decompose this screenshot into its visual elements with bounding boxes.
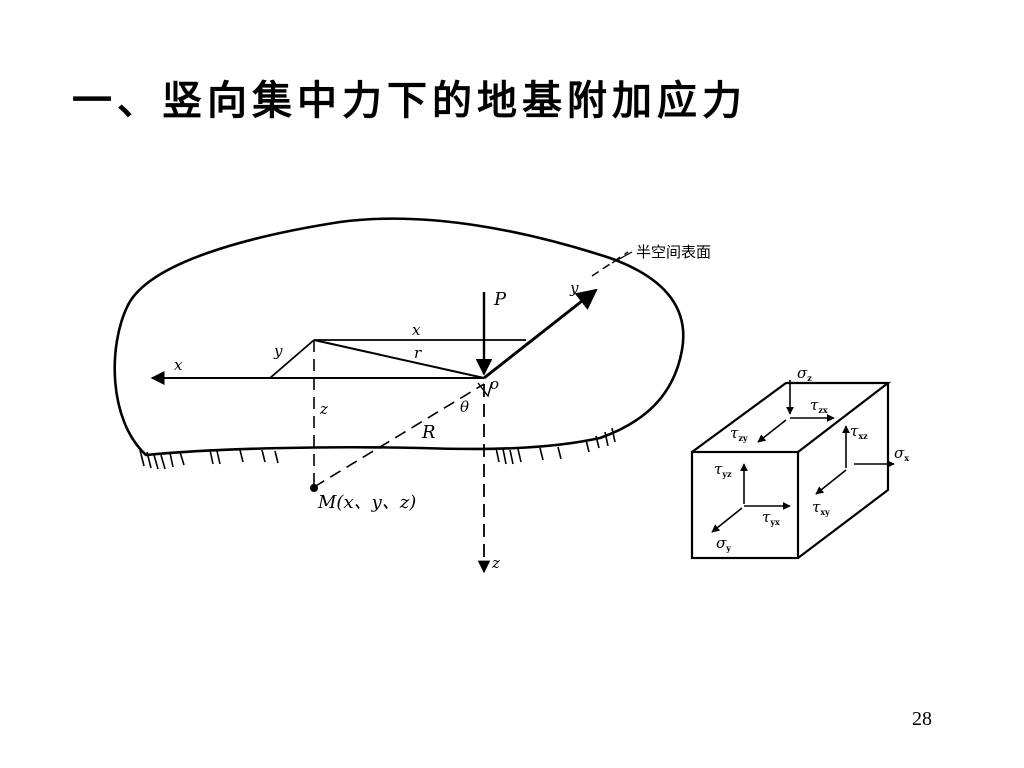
segment-x-label: x: [412, 321, 421, 339]
label-tau-zx: τzx: [810, 396, 828, 415]
page-number: 28: [912, 708, 932, 730]
segment-r-label: r: [414, 344, 422, 362]
label-sigma-z: σz: [797, 364, 812, 383]
label-tau-yz: τyz: [714, 460, 732, 479]
point-m: [310, 484, 318, 492]
cube-top-face: [691, 381, 892, 453]
point-m-label: M(x、y、z): [317, 492, 416, 513]
axis-z-label: z: [491, 554, 500, 572]
half-space-outline: [113, 217, 685, 457]
segment-y-label: y: [273, 342, 283, 360]
segment-z-label: z: [319, 400, 328, 418]
axis-y-dashed: [591, 251, 629, 277]
slide-title: 一、竖向集中力下的地基附加应力: [72, 78, 747, 124]
axis-y-label: y: [569, 279, 579, 297]
label-sigma-y: σy: [716, 534, 731, 553]
axis-x-label: x: [174, 356, 183, 374]
load-label: P: [493, 289, 507, 310]
stress-element-figure: σz τzx τzy τxz σx τxy τyz τyx σy: [690, 364, 909, 560]
axis-y-line: [483, 288, 598, 380]
half-space-figure: 半空间表面 P o θ x y z x y r z R M(x、y、z): [113, 217, 711, 574]
cube-front-face: [690, 450, 800, 560]
soil-hatching: [139, 427, 616, 470]
segment-R-label: R: [421, 422, 436, 443]
origin-label: o: [490, 375, 499, 393]
label-tau-zy: τzy: [730, 424, 748, 443]
label-sigma-x: σx: [894, 444, 909, 463]
surface-label: 半空间表面: [636, 243, 711, 261]
label-tau-xy: τxy: [812, 498, 830, 517]
angle-label: θ: [460, 398, 469, 416]
cube-side-face: [797, 383, 890, 559]
label-tau-yx: τyx: [762, 508, 780, 527]
label-tau-xz: τxz: [850, 422, 868, 441]
